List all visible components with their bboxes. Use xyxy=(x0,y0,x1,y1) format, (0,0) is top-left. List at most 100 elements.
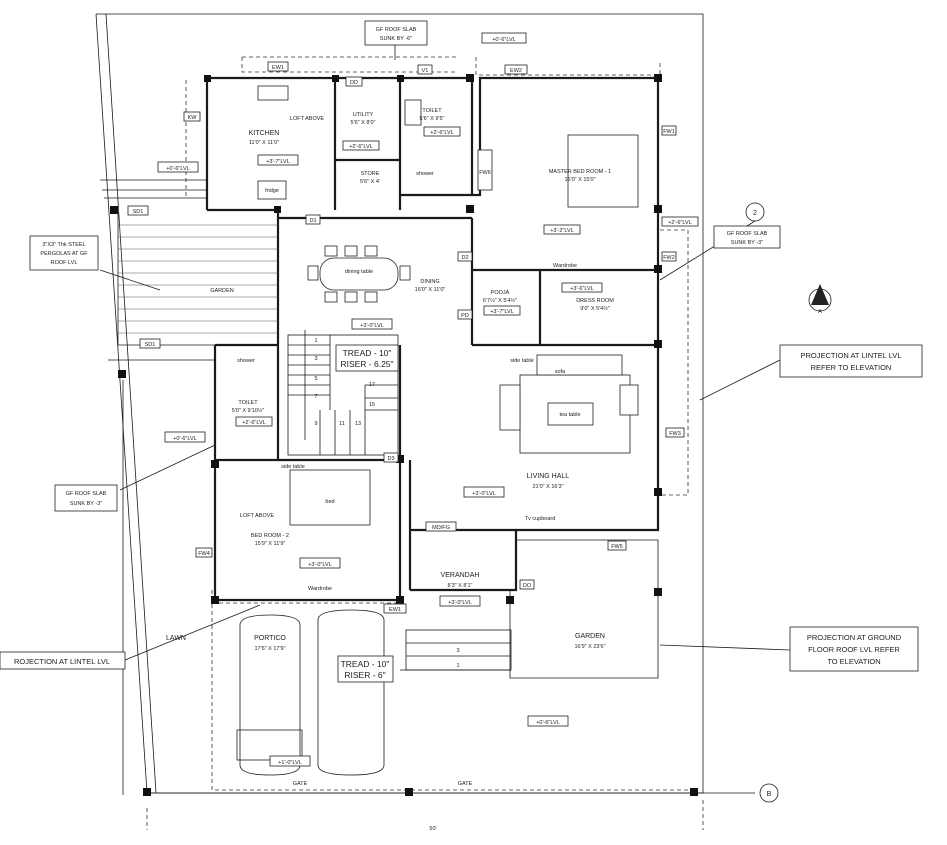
svg-text:+0'-6"LVL: +0'-6"LVL xyxy=(173,436,197,442)
svg-text:+3'-0"LVL: +3'-0"LVL xyxy=(308,562,332,568)
room-dress: DRESS ROOM 9'0" X 5'4½" xyxy=(576,298,614,312)
svg-text:GF ROOF SLAB: GF ROOF SLAB xyxy=(376,27,417,33)
svg-text:GATE: GATE xyxy=(293,781,308,787)
svg-text:17: 17 xyxy=(369,382,375,388)
svg-text:LIVING HALL: LIVING HALL xyxy=(527,473,570,480)
svg-text:shower: shower xyxy=(237,358,255,364)
svg-text:+3'-6"LVL: +3'-6"LVL xyxy=(570,286,594,292)
room-pooja: POOJA 6'7½" X 5'4½" xyxy=(483,290,517,304)
grid-markers xyxy=(659,202,779,803)
svg-text:DINING: DINING xyxy=(420,279,439,285)
svg-text:ROJECTION AT LINTEL LVL: ROJECTION AT LINTEL LVL xyxy=(14,657,110,666)
room-master: MASTER BED ROOM - 1 15'0" X 15'0" xyxy=(549,169,611,183)
svg-text:+3'-0"LVL: +3'-0"LVL xyxy=(472,491,496,497)
svg-text:SD1: SD1 xyxy=(145,342,156,348)
room-garden: GARDEN 16'9" X 23'6" xyxy=(574,633,605,650)
svg-text:SUNK BY -3": SUNK BY -3" xyxy=(70,501,102,507)
pergolas-callout: 3"X3" Thk STEEL PERGOLAS AT GF ROOF LVL xyxy=(29,235,99,271)
svg-text:GATE: GATE xyxy=(458,781,473,787)
room-verandah: VERANDAH 8'3" X 8'1" xyxy=(441,572,480,589)
svg-text:13: 13 xyxy=(355,421,361,427)
svg-text:FW5: FW5 xyxy=(611,544,623,550)
svg-text:8'3" X 8'1": 8'3" X 8'1" xyxy=(448,583,473,589)
svg-text:FW1: FW1 xyxy=(663,129,675,135)
svg-text:5'0" X 9'10½": 5'0" X 9'10½" xyxy=(232,407,265,414)
svg-text:fridge: fridge xyxy=(265,188,279,194)
svg-text:GARDEN: GARDEN xyxy=(575,633,605,640)
opening-tags: EW1 EW2 DD V1 D1 D2 D3 KW FW1 FW2 FW3 FW… xyxy=(127,61,685,614)
svg-text:B: B xyxy=(767,791,772,798)
svg-text:+3'-7"LVL: +3'-7"LVL xyxy=(490,309,514,315)
svg-text:+2'-6"LVL: +2'-6"LVL xyxy=(430,130,454,136)
pergola-slats xyxy=(100,179,278,361)
svg-text:SUNK BY -6": SUNK BY -6" xyxy=(380,36,412,42)
svg-text:DRESS ROOM: DRESS ROOM xyxy=(576,298,614,304)
svg-text:DO: DO xyxy=(523,583,532,589)
svg-text:KITCHEN: KITCHEN xyxy=(249,130,280,137)
svg-text:TREAD - 10": TREAD - 10" xyxy=(343,348,392,358)
level-tags: +0'-6"LVL +3'-7"LVL +0'-6"LVL +2'-6"LVL … xyxy=(157,32,699,767)
svg-text:+0'-6"LVL: +0'-6"LVL xyxy=(536,720,560,726)
svg-text:6'7½" X 5'4½": 6'7½" X 5'4½" xyxy=(483,297,517,304)
room-living: LIVING HALL 21'0" X 16'3" xyxy=(527,473,570,490)
room-utility: UTILITY 5'6" X 8'0" xyxy=(351,112,376,126)
svg-text:TO ELEVATION: TO ELEVATION xyxy=(827,657,880,666)
section-marker xyxy=(808,284,832,312)
room-toilet-1: TOILET 5'6" X 9'5" xyxy=(420,108,445,122)
room-lawn: LAWN xyxy=(166,635,186,642)
svg-text:+3'-2"LVL: +3'-2"LVL xyxy=(550,228,574,234)
svg-text:Wardrobe: Wardrobe xyxy=(553,263,577,269)
room-kitchen: KITCHEN 11'0" X 11'0" xyxy=(249,130,280,146)
svg-text:FW2: FW2 xyxy=(663,255,675,261)
projection-lintel-left-callout: ROJECTION AT LINTEL LVL xyxy=(0,651,126,670)
svg-text:ROOF LVL: ROOF LVL xyxy=(51,260,78,266)
svg-text:VERANDAH: VERANDAH xyxy=(441,572,480,579)
svg-text:+2'-6"LVL: +2'-6"LVL xyxy=(242,420,266,426)
svg-text:TREAD - 10": TREAD - 10" xyxy=(341,659,390,669)
svg-text:MASTER BED ROOM - 1: MASTER BED ROOM - 1 xyxy=(549,169,611,175)
svg-text:PROJECTION AT LINTEL LVL: PROJECTION AT LINTEL LVL xyxy=(800,351,901,360)
svg-text:D3: D3 xyxy=(387,456,394,462)
svg-text:BED ROOM - 2: BED ROOM - 2 xyxy=(251,533,289,539)
svg-text:11'0" X 11'0": 11'0" X 11'0" xyxy=(249,140,279,146)
svg-text:KW: KW xyxy=(188,115,198,121)
svg-text:Tv cupboard: Tv cupboard xyxy=(525,516,556,522)
svg-text:PROJECTION AT GROUND: PROJECTION AT GROUND xyxy=(807,633,902,642)
svg-text:EW1: EW1 xyxy=(389,607,401,613)
svg-text:+0'-6"LVL: +0'-6"LVL xyxy=(492,37,516,43)
svg-text:1: 1 xyxy=(314,338,317,344)
marker-labels: 2 B A 50' xyxy=(429,210,822,832)
svg-text:PERGOLAS AT GF: PERGOLAS AT GF xyxy=(40,251,88,257)
svg-text:+1'-0"LVL: +1'-0"LVL xyxy=(278,760,302,766)
svg-text:11: 11 xyxy=(339,421,345,427)
svg-text:side table: side table xyxy=(281,464,305,470)
svg-text:MD/FG: MD/FG xyxy=(432,525,450,531)
svg-text:9'0" X 5'4½": 9'0" X 5'4½" xyxy=(580,305,610,312)
svg-text:LAWN: LAWN xyxy=(166,635,186,642)
svg-text:+3'-7"LVL: +3'-7"LVL xyxy=(266,159,290,165)
svg-text:EW2: EW2 xyxy=(510,68,522,74)
svg-text:PORTICO: PORTICO xyxy=(254,635,286,642)
roof-outline xyxy=(185,56,690,791)
svg-text:21'0" X 16'3": 21'0" X 16'3" xyxy=(532,484,563,490)
svg-text:FLOOR ROOF LVL REFER: FLOOR ROOF LVL REFER xyxy=(808,645,900,654)
projection-ground-callout: PROJECTION AT GROUND FLOOR ROOF LVL REFE… xyxy=(789,626,919,672)
svg-text:+2'-6"LVL: +2'-6"LVL xyxy=(668,220,692,226)
svg-text:FW3: FW3 xyxy=(669,431,681,437)
stair-spec-2: TREAD - 10" RISER - 6" xyxy=(337,655,394,683)
plot-boundary xyxy=(95,13,755,830)
room-garden-left: GARDEN xyxy=(210,288,234,294)
room-store: STORE 5'6" X 4' xyxy=(360,171,380,185)
svg-text:EW1: EW1 xyxy=(272,65,284,71)
columns xyxy=(110,74,698,796)
projection-lintel-right-callout: PROJECTION AT LINTEL LVL REFER TO ELEVAT… xyxy=(779,344,923,378)
svg-text:50': 50' xyxy=(429,826,436,832)
garden-outline xyxy=(509,539,659,679)
svg-text:LOFT ABOVE: LOFT ABOVE xyxy=(240,513,274,519)
svg-text:bed: bed xyxy=(325,499,334,505)
svg-text:5: 5 xyxy=(314,376,317,382)
svg-text:3: 3 xyxy=(314,356,317,362)
svg-text:A: A xyxy=(818,309,822,315)
svg-text:LOFT ABOVE: LOFT ABOVE xyxy=(290,116,324,122)
furniture xyxy=(236,85,639,776)
